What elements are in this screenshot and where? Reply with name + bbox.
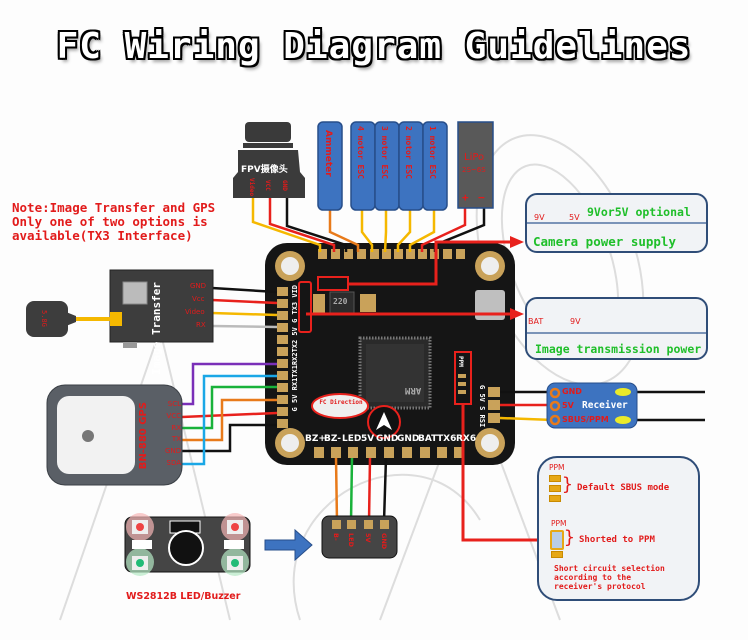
pad-label: BAT — [418, 434, 438, 444]
page-title: FC Wiring Diagram Guidelines — [56, 26, 692, 67]
led-buzzer-label: WS2812B LED/Buzzer — [126, 591, 241, 602]
esc-4-label: 4 motor ESC — [356, 126, 365, 179]
ppm-box: PPM } Default SBUS mode PPM } Shorted to… — [537, 456, 700, 601]
fc-left-pads-label: G 5V RX1TX1RX2TX2 5V G TX3 VID — [291, 285, 299, 412]
vtx-power-desc: Image transmission power — [535, 342, 702, 356]
brace: } — [562, 474, 573, 495]
pad-label: TX6 — [437, 434, 457, 444]
it-pin-rx: RX — [196, 321, 206, 329]
ppm-desc-line: receiver's protocol — [554, 582, 646, 591]
fc-direction-label: FC Direction — [319, 399, 363, 406]
fc-chip-label: ARM — [405, 385, 422, 395]
conn-pin-b: B- — [332, 533, 340, 541]
camera-label: FPV摄像头 — [241, 165, 288, 175]
ppm-pad — [549, 495, 561, 502]
pad-label: 5V — [478, 393, 486, 402]
receiver-pin-sbus: SBUS/PPM — [562, 415, 609, 424]
conn-pin-5v: 5V — [364, 533, 372, 543]
ppm-desc-line: Short circuit selection — [554, 564, 665, 573]
pad-label: BZ- — [324, 434, 341, 444]
ppm-pad — [549, 485, 561, 492]
pad-label: GND — [376, 434, 399, 444]
fc-right-pad-labels: G 5V S RSI — [478, 385, 486, 427]
esc-2-label: 2 motor ESC — [404, 126, 413, 179]
note-line: available(TX3 Interface) — [12, 228, 193, 243]
image-transfer-title-text: Image Transfer — [150, 282, 163, 375]
brace: } — [564, 527, 575, 548]
gps-pin: RX — [171, 423, 181, 432]
fc-bottom-pad-labels: BZ+ BZ- LED 5V GND GND BAT TX6 RX6 — [305, 434, 476, 444]
pad-label: S — [478, 406, 486, 411]
ppm-pad — [549, 475, 561, 482]
gps-pins: SCL VCC RX TX GND SDA — [155, 399, 181, 470]
gps-pin: SCL — [167, 400, 181, 408]
pad-label: LED — [342, 434, 362, 444]
fc-board — [265, 243, 515, 465]
camera-power-option: 9Vor5V optional — [587, 205, 691, 219]
lipo-plus: + — [462, 191, 469, 204]
ppm-desc: Short circuit selection according to the… — [554, 564, 665, 591]
camera-pin-video: Video — [248, 178, 255, 197]
lipo-minus: − — [478, 191, 485, 204]
receiver-pin-5v: 5V — [562, 401, 574, 410]
ppm-shorted-pad — [550, 530, 564, 550]
note-line: Note:Image Transfer and GPS — [12, 200, 216, 215]
gps-pin: GND — [164, 447, 181, 456]
it-pin-vcc: Vcc — [192, 295, 205, 303]
gps-label: BN-880 GPS — [138, 402, 149, 470]
receiver-pin-gnd: GND — [562, 387, 582, 396]
conn-pin-gnd: GND — [380, 533, 388, 550]
cam-jumper-9v: 9V — [534, 213, 545, 222]
fc-inductor-label: 220 — [333, 297, 348, 306]
note: Note:Image Transfer and GPS Only one of … — [12, 201, 215, 243]
pad-label: RSI — [478, 414, 486, 428]
lipo-label: LiPo — [464, 152, 485, 163]
camera-pin-vcc: VCC — [264, 180, 271, 191]
ppm-desc-line: according to the — [554, 573, 632, 582]
cam-jumper-5v: 5V — [569, 213, 580, 222]
vtx-power-box — [525, 297, 708, 360]
ammeter-label: Ammeter — [323, 130, 333, 177]
ppm-label-1: PPM — [549, 463, 565, 472]
gps-pin: VCC — [166, 411, 181, 420]
gps-pin: SDA — [166, 458, 182, 467]
image-transfer-title: Image Transfer — [150, 282, 164, 375]
pad-label: 5V — [361, 434, 375, 444]
it-pin-video: Video — [185, 308, 205, 316]
ppm-label-2: PPM — [551, 519, 567, 528]
vtx-jumper-bat: BAT — [528, 317, 544, 326]
receiver-label: Receiver — [582, 400, 628, 411]
fpv-camera — [233, 122, 305, 198]
esc-1-label: 1 motor ESC — [428, 126, 437, 179]
it-pin-gnd: GND — [190, 282, 207, 290]
camera-power-box — [525, 193, 708, 253]
shorted-label: Shorted to PPM — [579, 535, 655, 545]
lipo-cells: 2S~6S — [462, 166, 486, 174]
antenna-label: 5.8G — [40, 310, 48, 327]
conn-pin-led: LED — [347, 533, 355, 547]
pad-label: RX6 — [456, 434, 477, 444]
esc-3-label: 3 motor ESC — [380, 126, 389, 179]
pad-label: G — [478, 385, 486, 390]
camera-pin-gnd: GND — [281, 180, 288, 191]
ppm-pad — [551, 551, 563, 558]
pad-label: BZ+ — [305, 434, 326, 444]
gps-pin: TX — [171, 435, 181, 444]
fc-ppm-label: PPM — [457, 356, 464, 367]
default-sbus-label: Default SBUS mode — [577, 483, 670, 493]
pad-label: GND — [397, 434, 420, 444]
note-line: Only one of two options is — [12, 214, 208, 229]
vtx-jumper-9v: 9V — [570, 317, 581, 326]
camera-power-desc: Camera power supply — [533, 234, 676, 249]
